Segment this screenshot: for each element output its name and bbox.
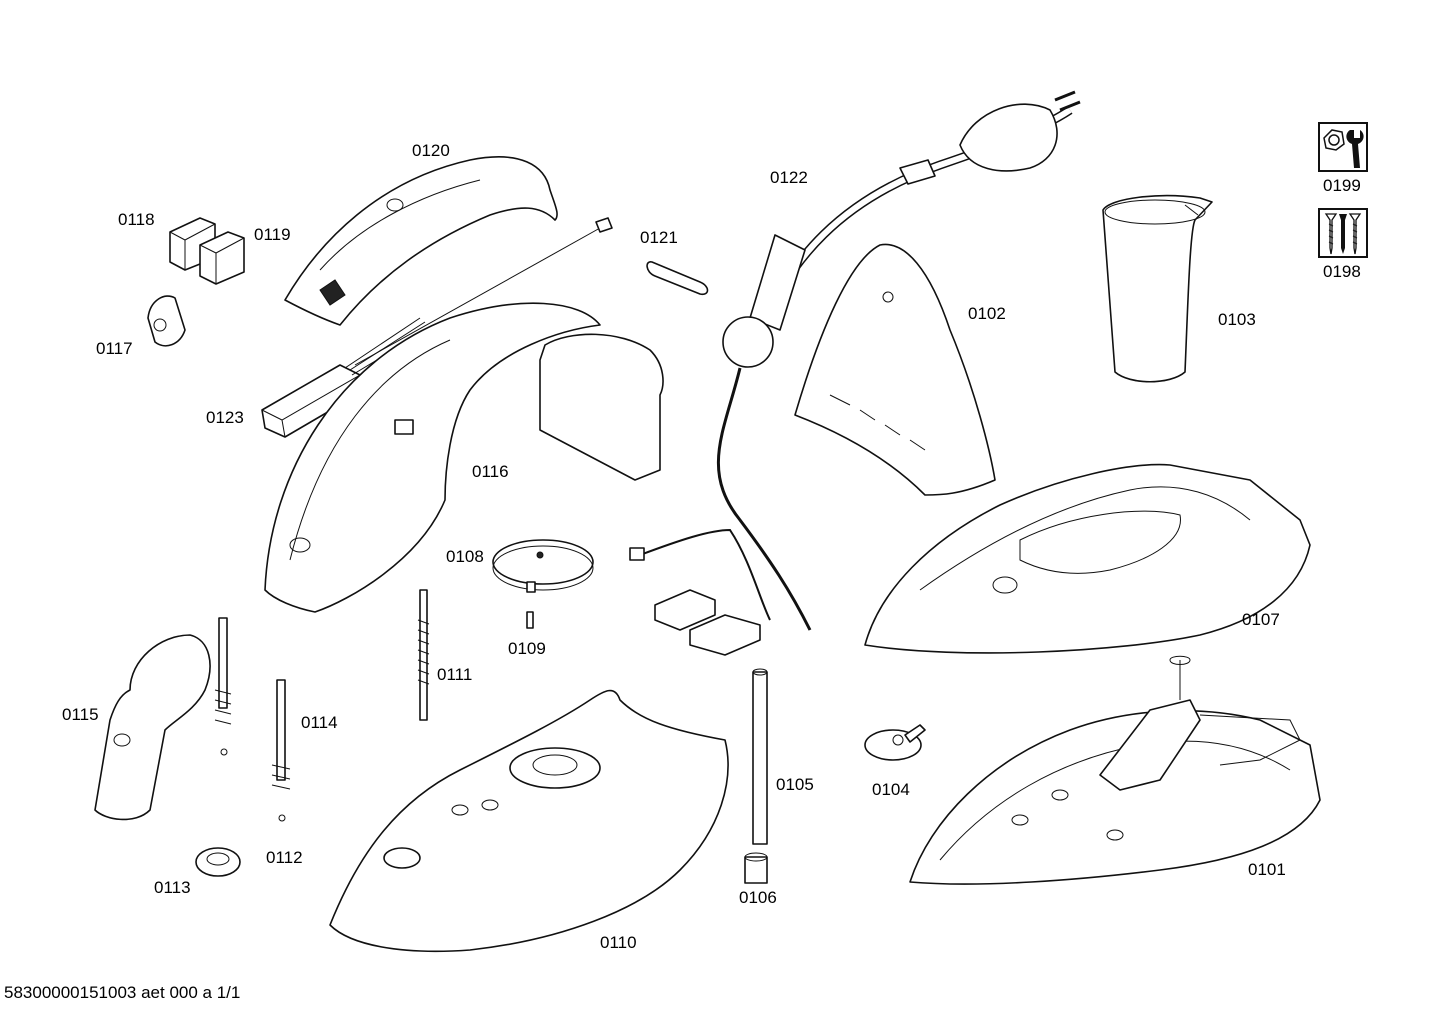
callout-0122: 0122 — [770, 168, 808, 187]
callout-0107: 0107 — [1242, 610, 1280, 629]
part-0120-handle-cover — [284, 156, 558, 326]
part-0105-tube — [752, 668, 768, 845]
callout-0116: 0116 — [472, 462, 509, 481]
part-0101-soleplate — [909, 655, 1321, 885]
part-0110-water-tank — [329, 689, 729, 953]
part-0115-steam-regulator — [94, 634, 211, 821]
callout-0118: 0118 — [118, 210, 155, 229]
callout-0198: 0198 — [1323, 262, 1361, 281]
callout-0121: 0121 — [640, 228, 678, 247]
part-0122-power-cord — [629, 90, 1081, 656]
callout-0109: 0109 — [508, 639, 546, 658]
part-0117-knob — [147, 295, 186, 347]
callout-0112: 0112 — [266, 848, 303, 867]
part-0121-cord-grommet — [646, 261, 709, 296]
callout-0123: 0123 — [206, 408, 244, 427]
callout-0114: 0114 — [301, 713, 338, 732]
callout-0115: 0115 — [62, 705, 99, 724]
callout-0101: 0101 — [1248, 860, 1286, 879]
callout-0102: 0102 — [968, 304, 1006, 323]
part-0107-inner-frame — [864, 463, 1311, 654]
part-0108-gear-disc — [492, 539, 594, 593]
part-0104-thermostat-plate — [864, 724, 926, 761]
part-0112-valve — [214, 617, 232, 756]
callout-0120: 0120 — [412, 141, 450, 160]
callout-0106: 0106 — [739, 888, 777, 907]
tools-icon — [1318, 122, 1368, 172]
callout-0111: 0111 — [437, 665, 473, 684]
callout-0105: 0105 — [776, 775, 814, 794]
document-id: 58300000151003 aet 000 a 1/1 — [4, 983, 241, 1002]
part-0111-spindle — [417, 589, 430, 721]
callout-0119: 0119 — [254, 225, 291, 244]
part-0102-rear-cover — [794, 243, 996, 496]
part-0113-washer — [195, 847, 241, 877]
callout-0103: 0103 — [1218, 310, 1256, 329]
part-0106-sleeve — [744, 852, 768, 884]
callout-0199: 0199 — [1323, 176, 1361, 195]
part-0109-pin — [526, 611, 534, 629]
callout-0108: 0108 — [446, 547, 484, 566]
callout-0104: 0104 — [872, 780, 910, 799]
callout-0117: 0117 — [96, 339, 133, 358]
callout-0110: 0110 — [600, 933, 637, 952]
part-0103-measuring-cup — [1102, 194, 1213, 383]
part-0114-valve — [271, 679, 291, 822]
part-0116-housing — [264, 302, 664, 613]
part-0119-switch-cap — [199, 231, 245, 285]
screws-icon — [1318, 208, 1368, 258]
callout-0113: 0113 — [154, 878, 191, 897]
